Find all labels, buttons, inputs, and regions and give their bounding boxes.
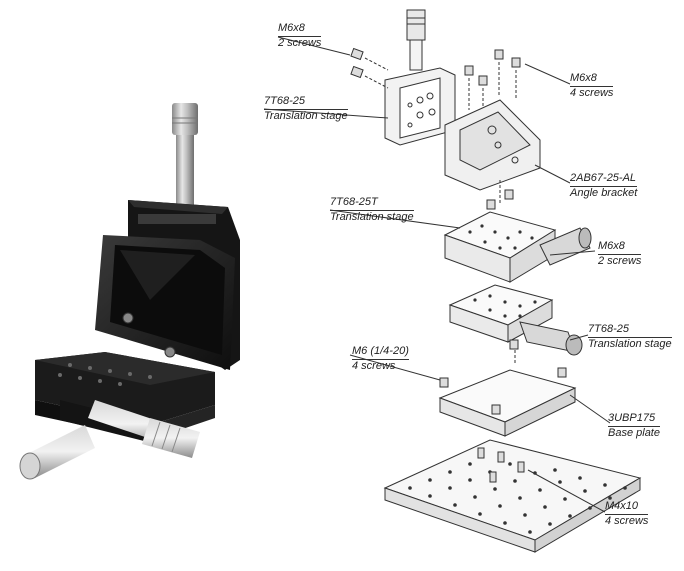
- vertical-micrometer-thimble: [172, 103, 198, 135]
- callout-note: 2 screws: [598, 255, 642, 267]
- callout-7t68-25-top: 7T68-25 Translation stage: [264, 95, 348, 123]
- callout-part: 2AB67-25-AL: [570, 172, 638, 187]
- drawing-micrometer-top: [406, 9, 426, 41]
- callout-7t68-25t: 7T68-25T Translation stage: [330, 196, 414, 224]
- callout-m4x10: M4x10 4 screws: [605, 500, 649, 528]
- callout-m6x8-top-left: M6x8 2 screws: [278, 22, 322, 50]
- horizontal-micrometer-thimble: [25, 425, 95, 478]
- drawing-breadboard: [383, 439, 642, 541]
- callout-note: 4 screws: [352, 360, 396, 372]
- callout-part: 7T68-25T: [330, 196, 414, 211]
- vertical-micrometer-barrel: [176, 135, 194, 210]
- callout-part: M6x8: [598, 240, 642, 255]
- callout-m6x8-top-right: M6x8 4 screws: [570, 72, 614, 100]
- callout-part: M6x8: [570, 72, 614, 87]
- callout-note: 2 screws: [278, 37, 322, 49]
- callout-note: Angle bracket: [570, 187, 638, 199]
- callout-base-plate: 3UBP175 Base plate: [608, 412, 660, 440]
- callout-note: Base plate: [608, 427, 660, 439]
- callout-note: 4 screws: [605, 515, 649, 527]
- callout-part: M4x10: [605, 500, 649, 515]
- callout-part: 7T68-25: [588, 323, 672, 338]
- callout-m6x8-mid: M6x8 2 screws: [598, 240, 642, 268]
- callout-m6-screws: M6 (1/4-20) 4 screws: [352, 345, 409, 373]
- callout-part: 7T68-25: [264, 95, 348, 110]
- callout-note: 4 screws: [570, 87, 614, 99]
- exploded-drawing: [263, 9, 642, 553]
- callout-note: Translation stage: [330, 211, 414, 223]
- callout-7t68-25-lower: 7T68-25 Translation stage: [588, 323, 672, 351]
- callout-note: Translation stage: [588, 338, 672, 350]
- callout-part: 3UBP175: [608, 412, 660, 427]
- callout-part: M6x8: [278, 22, 322, 37]
- product-photo: [19, 103, 240, 480]
- callout-angle-bracket: 2AB67-25-AL Angle bracket: [570, 172, 638, 200]
- callout-note: Translation stage: [264, 110, 348, 122]
- callout-part: M6 (1/4-20): [352, 345, 409, 360]
